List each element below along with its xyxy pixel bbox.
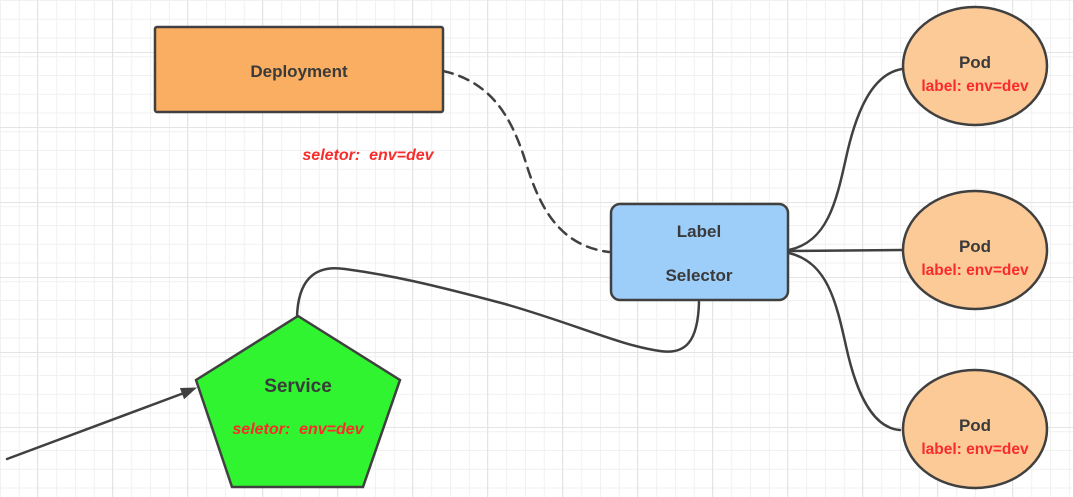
- pod-1-annotation: label: env=dev: [921, 78, 1029, 95]
- node-deployment[interactable]: [153, 25, 445, 114]
- edge-arrow-to-service[interactable]: [5, 391, 186, 461]
- service-selector-annotation: seletor: env=dev: [232, 421, 364, 438]
- node-pod-2[interactable]: [901, 189, 1049, 311]
- node-pod-3[interactable]: [901, 368, 1049, 490]
- service-label: Service: [264, 376, 332, 397]
- edge-selector-to-pod-1[interactable]: [787, 67, 904, 252]
- edge-deployment-to-selector[interactable]: [441, 69, 611, 254]
- edge-selector-to-pod-2[interactable]: [787, 248, 905, 253]
- label-selector-line2: Selector: [665, 266, 732, 285]
- node-pod-1[interactable]: [901, 5, 1049, 127]
- pod-3-label: Pod: [959, 416, 991, 435]
- edge-service-to-selector[interactable]: [295, 266, 701, 353]
- deployment-label: Deployment: [250, 62, 348, 81]
- node-label-selector[interactable]: [609, 202, 790, 302]
- pod-3-annotation: label: env=dev: [921, 441, 1029, 458]
- label-selector-line1: Label: [677, 222, 721, 241]
- edge-selector-to-pod-3[interactable]: [787, 251, 902, 432]
- node-service[interactable]: [194, 314, 402, 489]
- deployment-selector-annotation: seletor: env=dev: [302, 147, 434, 164]
- pod-2-label: Pod: [959, 237, 991, 256]
- pod-2-annotation: label: env=dev: [921, 262, 1029, 279]
- pod-1-label: Pod: [959, 53, 991, 72]
- arrowhead-icon: [179, 387, 197, 400]
